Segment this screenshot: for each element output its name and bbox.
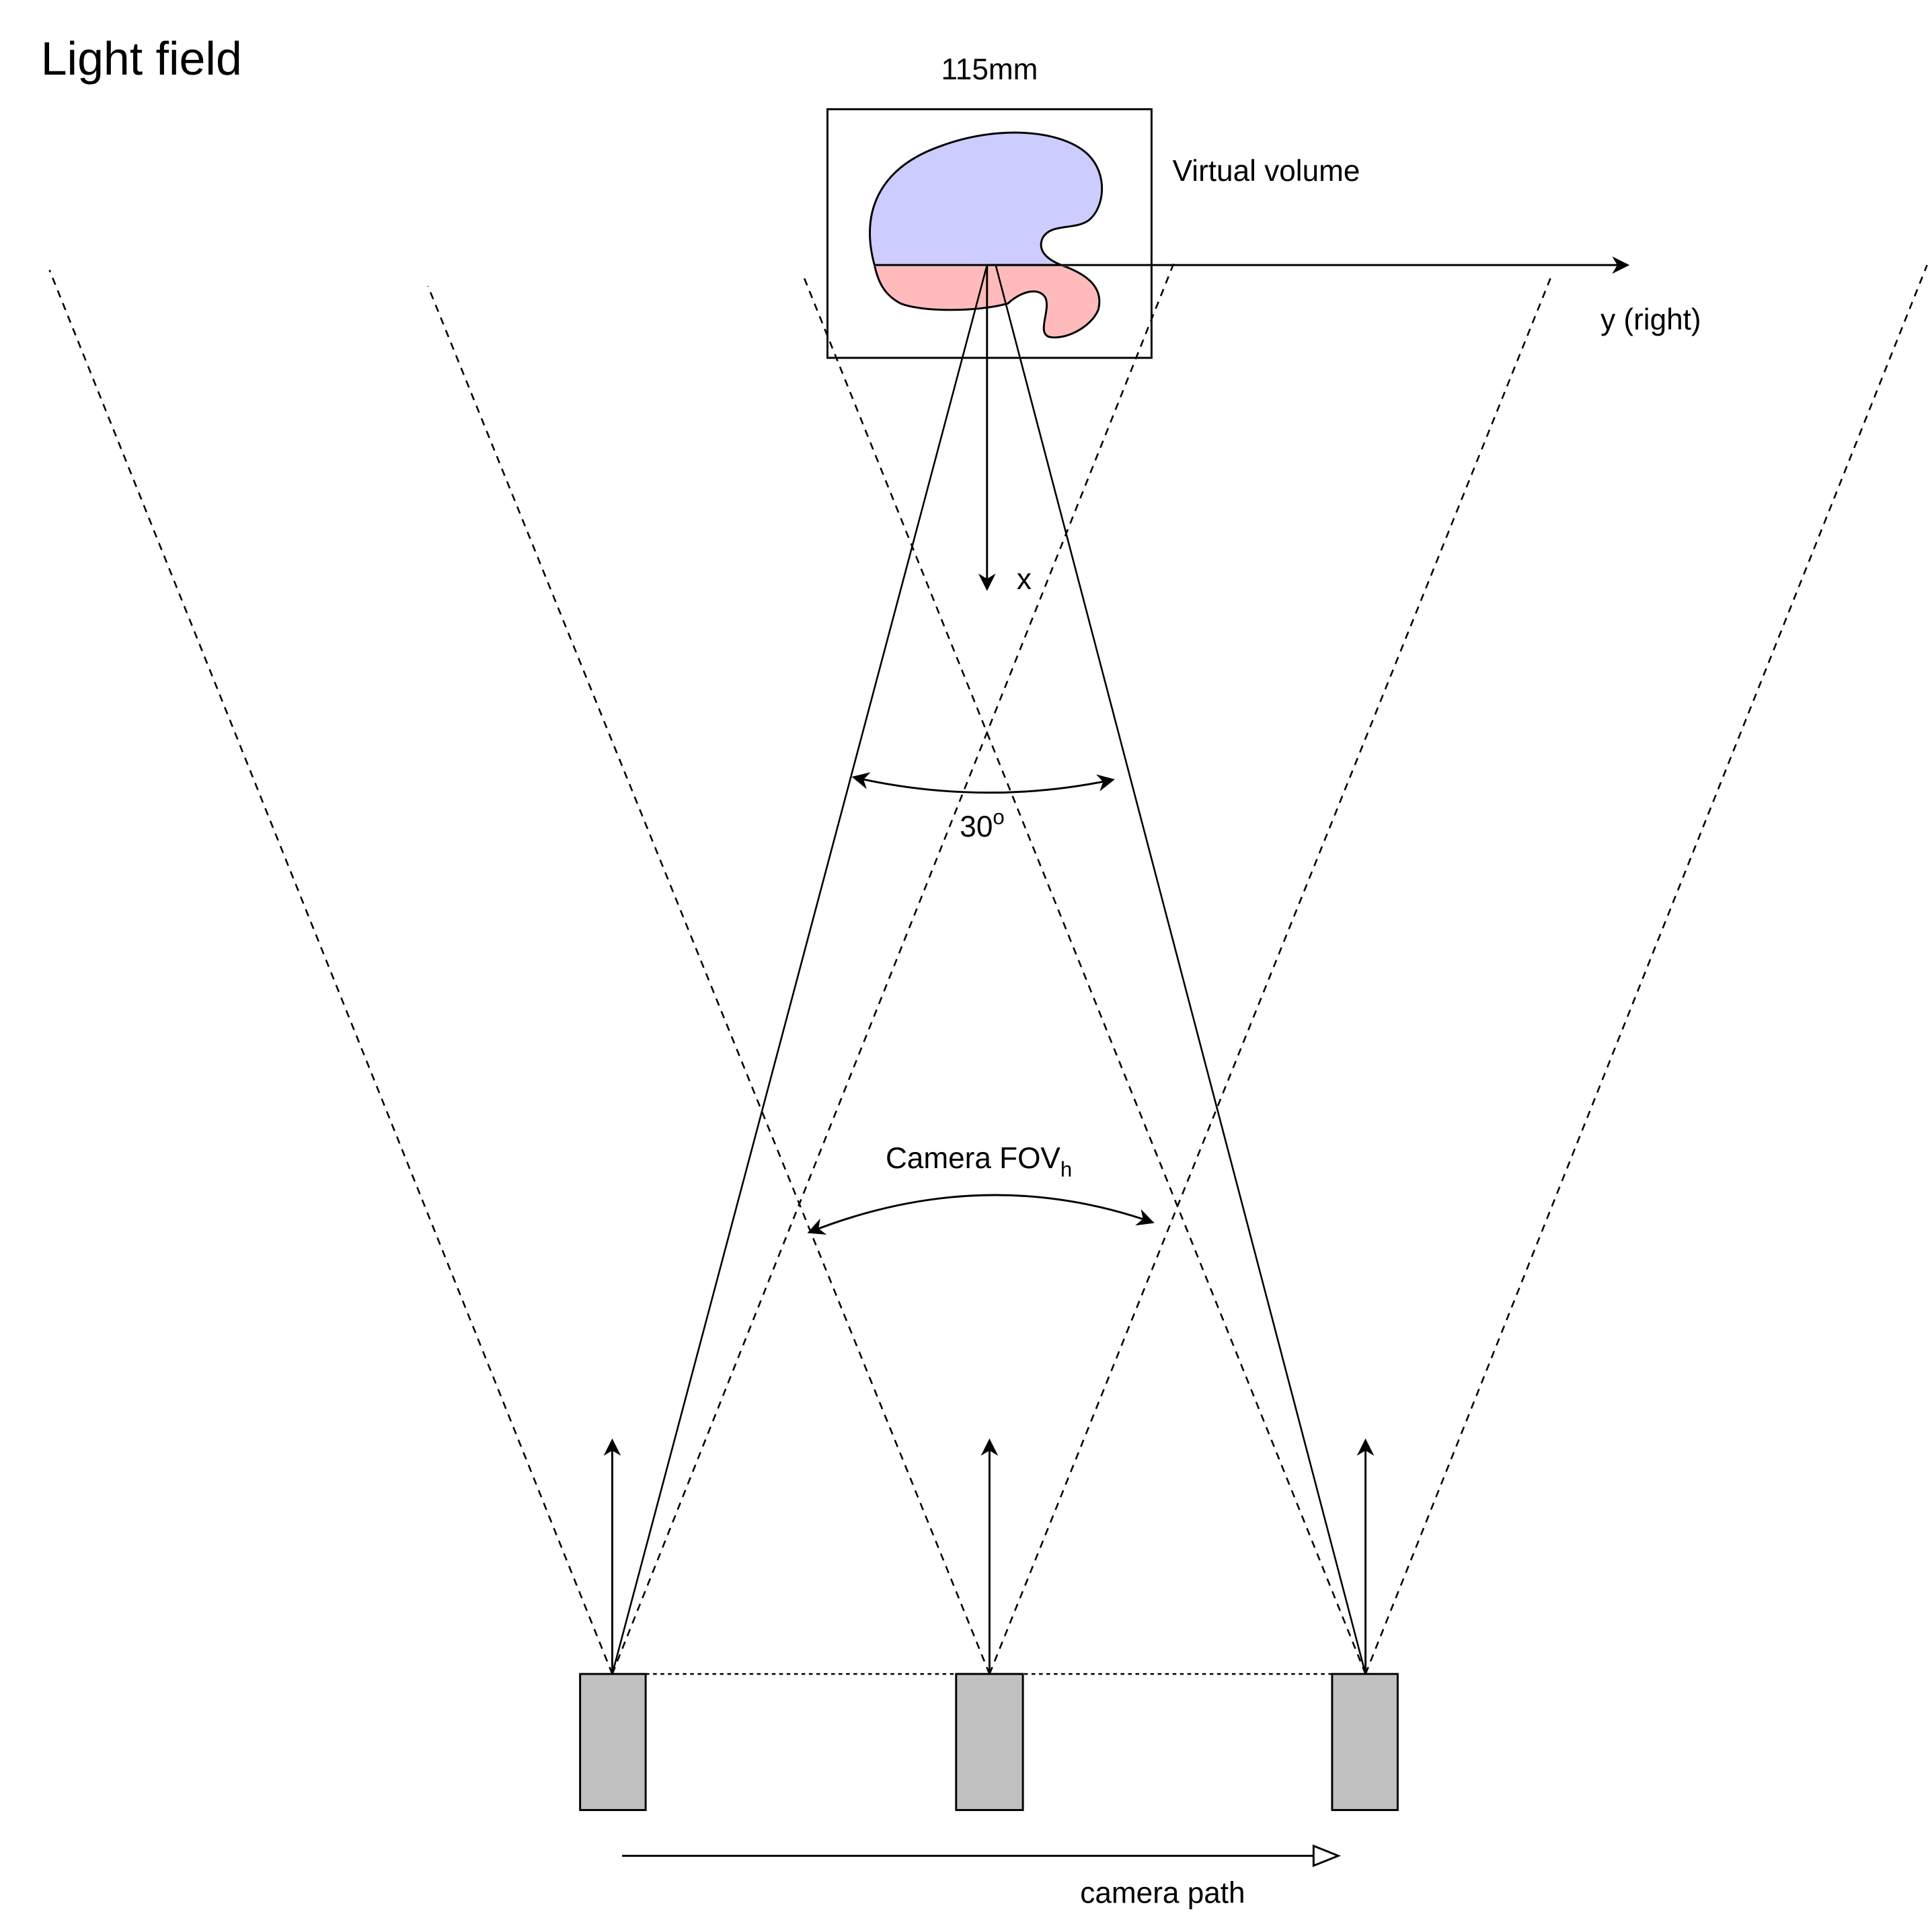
volume-angle-label: 30o [960,806,1004,843]
camera-path-label: camera path [1080,1876,1245,1909]
diagram-title: Light field [41,32,242,85]
volume-width-label: 115mm [941,53,1038,86]
cam3-fov-right [1364,264,1928,1675]
cam2-fov-right [989,273,1553,1675]
x-axis-label: x [1017,563,1032,596]
camera-3 [1331,1673,1399,1811]
virtual-volume-label: Virtual volume [1173,155,1360,188]
volume-blob-upper [869,131,1104,266]
volume-blob [869,131,1104,339]
camera-1 [579,1673,647,1811]
volume-ray-right [995,264,1366,1675]
fov-label: Camera FOVh [886,1142,1072,1182]
fov-angle-arc [807,1194,1155,1235]
cam2-fov-left [427,285,991,1675]
y-axis-label: y (right) [1600,303,1701,336]
camera-2 [955,1673,1024,1811]
cam3-fov-left [803,277,1366,1675]
cam1-fov-left [48,270,613,1675]
cam1-fov-right [611,260,1176,1675]
virtual-volume-box [826,108,1153,359]
volume-angle-arc [851,772,1115,794]
volume-ray-left [611,264,989,1675]
